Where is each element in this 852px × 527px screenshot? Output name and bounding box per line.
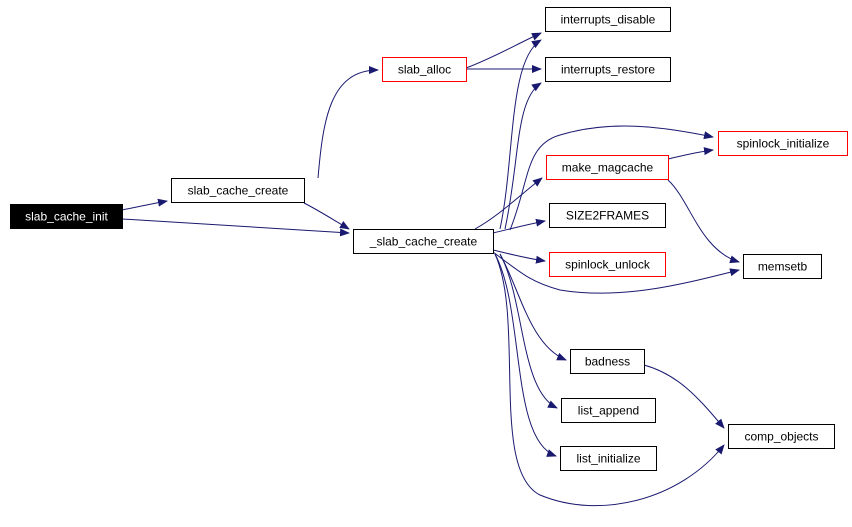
edge-slab-cache-create-to-interrupts-disable (499, 39, 542, 230)
node-label-list-append: list_append (578, 404, 639, 418)
node-label-slab-cache-init: slab_cache_init (25, 210, 108, 224)
node-box-interrupts-disable (545, 7, 671, 32)
edge-slab-cache-init-to-slab-cache-create (121, 218, 350, 237)
node-box-spinlock-unlock (549, 252, 666, 277)
node-slab-cache-create[interactable]: _slab_cache_create (353, 229, 494, 254)
node-box-make-magcache (546, 155, 669, 180)
edge-slab-cache-create-to-memsetb (492, 251, 740, 294)
node-slab-alloc[interactable]: slab_alloc (382, 57, 467, 82)
node-label-slab-cache-create: slab_cache_create (188, 184, 289, 198)
node-box-list-initialize (560, 446, 657, 471)
node-list-append[interactable]: list_append (561, 398, 656, 423)
node-label-spinlock-unlock: spinlock_unlock (565, 258, 651, 272)
node-label-size2frames: SIZE2FRAMES (566, 209, 649, 223)
node-label-memsetb: memsetb (758, 260, 808, 274)
node-box-size2frames (549, 203, 666, 228)
node-box-interrupts-restore (545, 57, 671, 82)
node-slab-cache-init: slab_cache_init (10, 204, 123, 229)
node-label-slab-alloc: slab_alloc (398, 63, 451, 77)
node-label-comp-objects: comp_objects (744, 430, 818, 444)
edge-make-magcache-to-spinlock-initialize (667, 147, 714, 160)
edge-slab-cache-create-to-list-initialize (494, 253, 557, 457)
edge-slab-cache-create-to-interrupts-restore (504, 82, 542, 230)
edge-slab-cache-create-to-make-magcache (474, 177, 543, 230)
node-size2frames[interactable]: SIZE2FRAMES (549, 203, 666, 228)
edge-slab-cache-create-to-slab-alloc (317, 66, 379, 179)
edge-badness-to-comp-objects (643, 364, 725, 429)
node-make-magcache[interactable]: make_magcache (546, 155, 669, 180)
node-list-initialize[interactable]: list_initialize (560, 446, 657, 471)
node-label-slab-cache-create: _slab_cache_create (369, 235, 478, 249)
edge-slab-alloc-to-interrupts-disable (465, 32, 542, 69)
edge-slab-cache-create-to-spinlock-initialize (509, 125, 714, 231)
node-label-badness: badness (585, 355, 630, 369)
node-box-slab-cache-create (353, 229, 494, 254)
node-memsetb[interactable]: memsetb (743, 254, 822, 279)
edge-slab-cache-create-to-SIZE2FRAMES (492, 218, 546, 234)
node-spinlock-initialize[interactable]: spinlock_initialize (718, 131, 848, 156)
edge-slab-cache-create-to-slab-cache-create (303, 202, 350, 230)
node-comp-objects[interactable]: comp_objects (728, 424, 835, 449)
node-box-memsetb (743, 254, 822, 279)
edge-slab-cache-create-to-badness (499, 253, 567, 361)
node-box-list-append (561, 398, 656, 423)
node-label-interrupts-disable: interrupts_disable (561, 13, 656, 27)
node-box-badness (570, 349, 645, 374)
node-badness[interactable]: badness (570, 349, 645, 374)
nodes-layer: slab_cache_init slab_cache_create _slab_ca… (10, 7, 848, 471)
node-spinlock-unlock[interactable]: spinlock_unlock (549, 252, 666, 277)
node-box-slab-cache-init (10, 204, 123, 229)
node-label-interrupts-restore: interrupts_restore (561, 63, 655, 77)
node-label-list-initialize: list_initialize (576, 452, 640, 466)
edges-layer (121, 32, 740, 507)
node-label-make-magcache: make_magcache (562, 161, 654, 175)
node-box-spinlock-initialize (718, 131, 848, 156)
node-label-spinlock-initialize: spinlock_initialize (737, 137, 830, 151)
edge-slab-cache-create-to-comp-objects (494, 253, 725, 507)
node-box-comp-objects (728, 424, 835, 449)
node-interrupts-disable[interactable]: interrupts_disable (545, 7, 671, 32)
node-box-slab-cache-create (171, 178, 305, 203)
node-slab-cache-create[interactable]: slab_cache_create (171, 178, 305, 203)
edge-slab-cache-create-to-list-append (499, 253, 558, 409)
node-box-slab-alloc (382, 57, 467, 82)
node-interrupts-restore[interactable]: interrupts_restore (545, 57, 671, 82)
edge-slab-cache-init-to-slab-cache-create (121, 198, 168, 211)
edge-make-magcache-to-memsetb (667, 179, 740, 264)
edge-slab-cache-create-to-spinlock-unlock (492, 249, 546, 264)
